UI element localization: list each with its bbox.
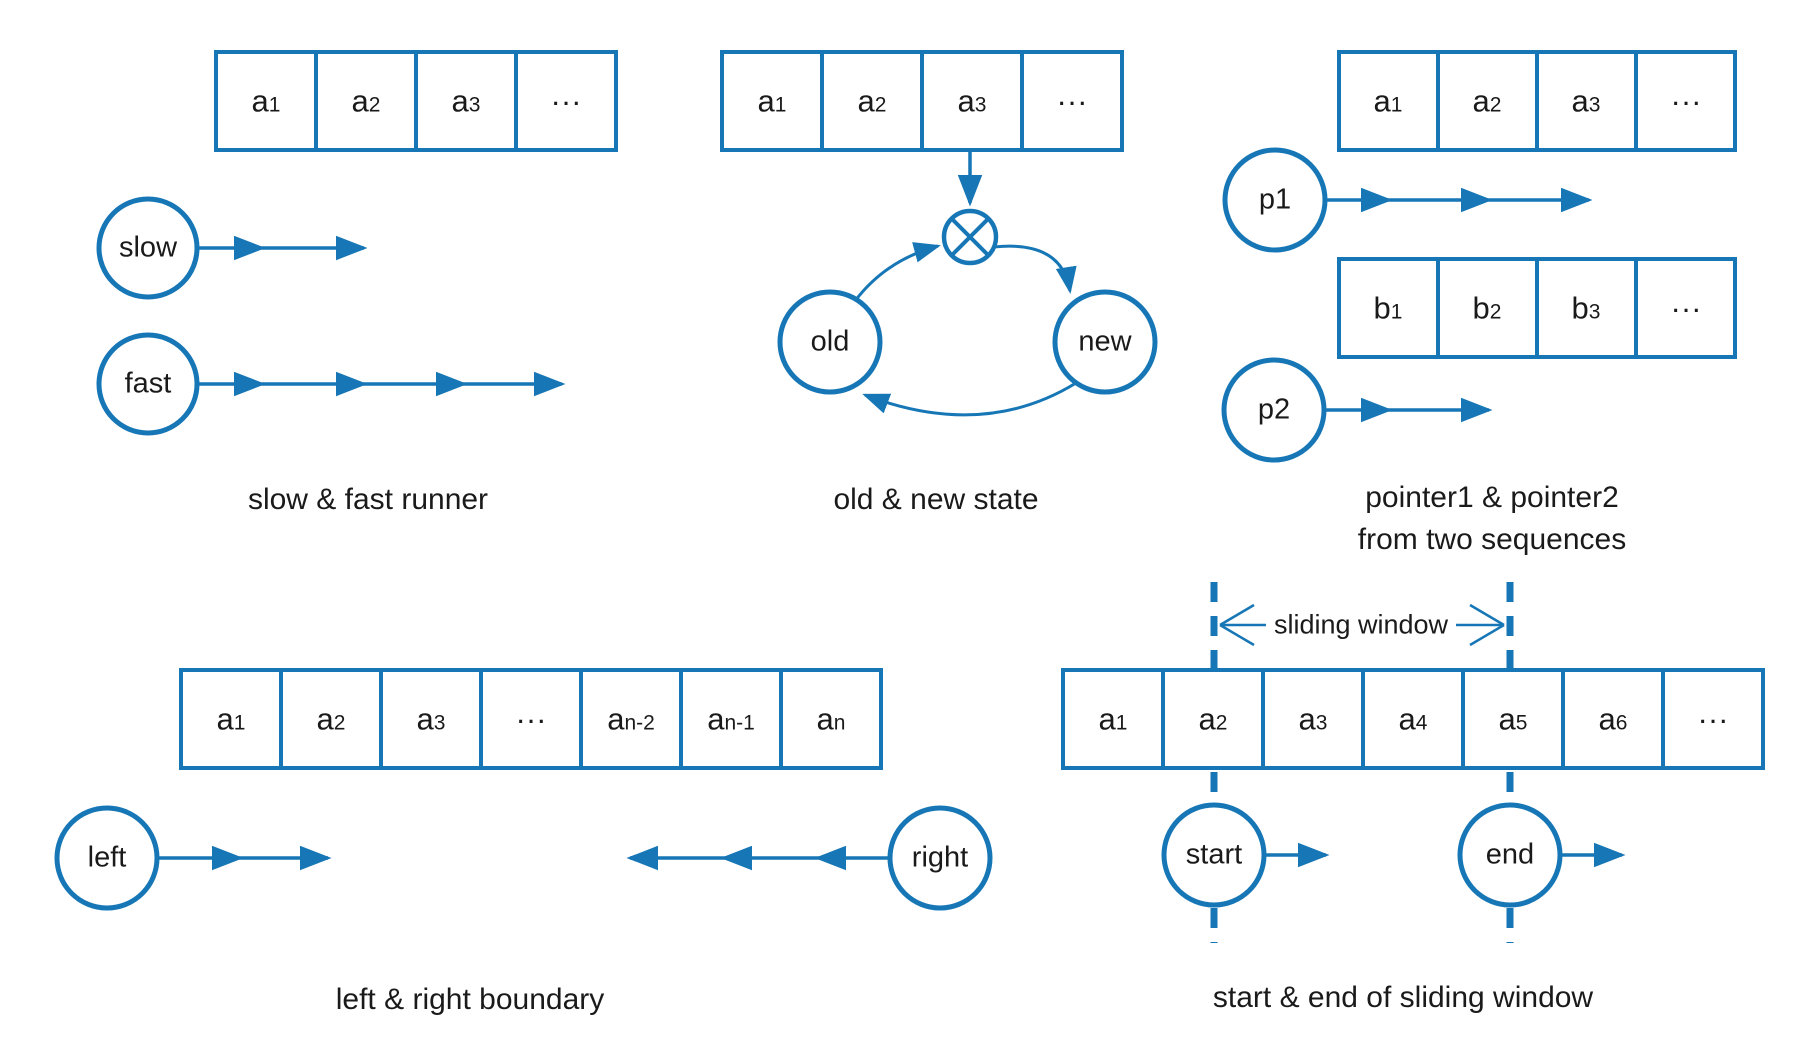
xor-node bbox=[941, 208, 999, 266]
array-cell-label: ··· bbox=[1670, 290, 1702, 326]
array-cell-label: a3 bbox=[1571, 83, 1601, 119]
array-cell-label: a1 bbox=[1373, 83, 1403, 119]
end-node-label: end bbox=[1485, 838, 1535, 871]
left-right-caption: left & right boundary bbox=[335, 983, 605, 1016]
array-cell-label: ··· bbox=[515, 701, 547, 737]
array-cell-label: a3 bbox=[957, 83, 987, 119]
array-cell-label: ··· bbox=[550, 83, 582, 119]
array-cell-label: a3 bbox=[1298, 701, 1328, 737]
array-cell-label: a1 bbox=[1098, 701, 1128, 737]
sliding-window-panel bbox=[1061, 582, 1765, 943]
left-node bbox=[54, 805, 160, 911]
new-node-label: new bbox=[1078, 325, 1132, 358]
new-to-old-arc bbox=[862, 381, 1077, 417]
array-outline bbox=[179, 668, 883, 770]
left-node-label: left bbox=[87, 841, 127, 874]
start-node-label: start bbox=[1185, 838, 1243, 871]
old-new-array bbox=[720, 50, 1124, 152]
old-node bbox=[777, 289, 883, 395]
right-node-label: right bbox=[911, 841, 969, 874]
array-cell-label: a2 bbox=[351, 83, 381, 119]
slow-fast-array bbox=[214, 50, 618, 152]
sliding-window-caption: start & end of sliding window bbox=[1212, 981, 1594, 1014]
left-right-panel bbox=[54, 668, 993, 911]
fast-node bbox=[96, 332, 200, 436]
array-cell-label: b1 bbox=[1373, 290, 1403, 326]
array-cell-label: a4 bbox=[1398, 701, 1428, 737]
p1-node bbox=[1222, 147, 1328, 253]
right-node bbox=[887, 805, 993, 911]
sliding-window-label: sliding window bbox=[1273, 609, 1449, 640]
p1-node-label: p1 bbox=[1258, 183, 1292, 216]
old-to-xor-arc bbox=[853, 242, 941, 302]
xor-to-new-arc bbox=[993, 244, 1077, 294]
sequence-a-array bbox=[1337, 50, 1737, 152]
window-right-open-arrow bbox=[1456, 603, 1505, 647]
array-cell-label: ··· bbox=[1056, 83, 1088, 119]
old-new-caption: old & new state bbox=[833, 483, 1039, 516]
window-left-open-arrow bbox=[1219, 603, 1266, 647]
old-node-label: old bbox=[810, 325, 850, 358]
p2-node-label: p2 bbox=[1257, 393, 1291, 426]
array-cell-label: b3 bbox=[1571, 290, 1601, 326]
new-node bbox=[1052, 289, 1158, 395]
slow-fast-caption: slow & fast runner bbox=[247, 483, 489, 516]
array-cell-label: a2 bbox=[1472, 83, 1502, 119]
array-cell-label: a2 bbox=[857, 83, 887, 119]
array-cell-label: an-1 bbox=[707, 701, 755, 737]
array-cell-label: an bbox=[816, 701, 846, 737]
p2-node bbox=[1221, 357, 1327, 463]
array-cell-label: an-2 bbox=[607, 701, 655, 737]
array-cell-label: a5 bbox=[1498, 701, 1528, 737]
array-cell-label: a3 bbox=[416, 701, 446, 737]
array-cell-label: a2 bbox=[1198, 701, 1228, 737]
array-cell-label: a3 bbox=[451, 83, 481, 119]
array-cell-label: ··· bbox=[1697, 701, 1729, 737]
end-node bbox=[1457, 802, 1563, 908]
window-array bbox=[1061, 668, 1765, 770]
two-pointers-panel bbox=[1221, 50, 1737, 463]
array-cell-label: ··· bbox=[1670, 83, 1702, 119]
array-cell-label: a1 bbox=[757, 83, 787, 119]
old-new-panel bbox=[720, 50, 1158, 417]
array-cell-label: a2 bbox=[316, 701, 346, 737]
array-cell-label: b2 bbox=[1472, 290, 1502, 326]
array-cell-label: a6 bbox=[1598, 701, 1628, 737]
start-node bbox=[1161, 802, 1267, 908]
array-cell-label: a1 bbox=[251, 83, 281, 119]
boundary-array bbox=[179, 668, 883, 770]
slow-node bbox=[96, 196, 200, 300]
two-pointers-caption-line2: from two sequences bbox=[1357, 523, 1627, 556]
array-outline bbox=[1061, 668, 1765, 770]
sequence-b-array bbox=[1337, 257, 1737, 359]
slow-fast-panel bbox=[96, 50, 618, 436]
array-cell-label: a1 bbox=[216, 701, 246, 737]
slow-node-label: slow bbox=[118, 231, 178, 264]
fast-node-label: fast bbox=[124, 367, 172, 400]
two-pointers-caption-line1: pointer1 & pointer2 bbox=[1365, 481, 1619, 514]
